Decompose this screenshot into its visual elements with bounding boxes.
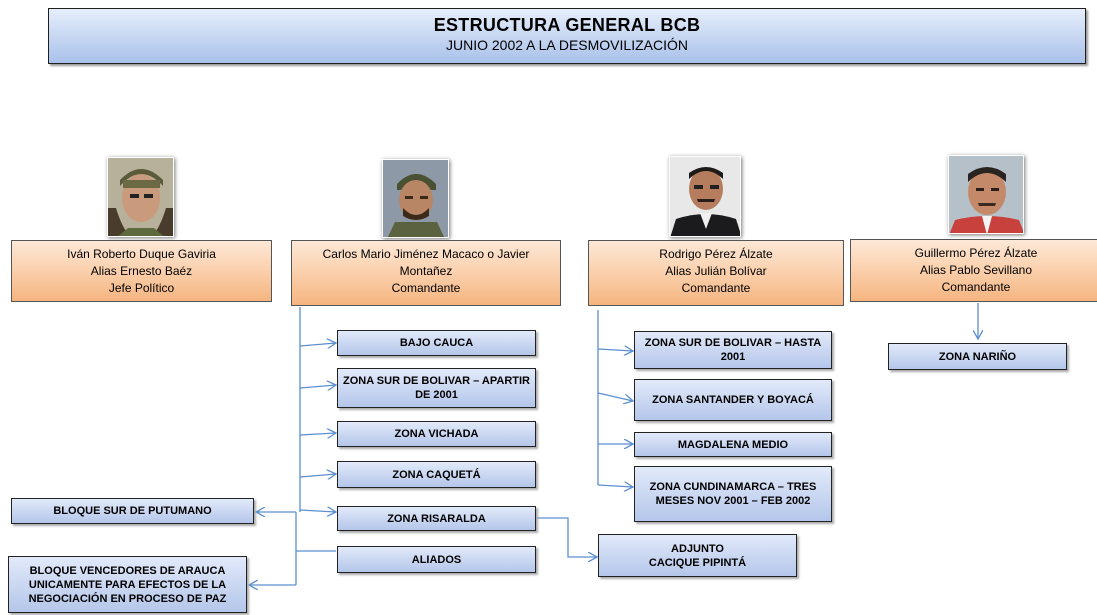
unit-zona-sur-bolivar-2001: ZONA SUR DE BOLIVAR – APARTIR DE 2001: [337, 368, 536, 408]
person-ivan-duque: Iván Roberto Duque Gaviria Alias Ernesto…: [11, 240, 272, 302]
unit-zona-caqueta: ZONA CAQUETÁ: [337, 461, 536, 488]
person-alias: Alias Julián Bolívar: [665, 264, 767, 278]
unit-bloque-sur-putumayo: BLOQUE SUR DE PUTUMANO: [11, 498, 254, 524]
person-name: Guillermo Pérez Álzate: [914, 246, 1038, 260]
arrow-caqueta: [299, 474, 336, 477]
arrow-bajo-cauca: [299, 343, 336, 346]
arrow-cundinamarca: [597, 485, 633, 487]
portrait-icon: [670, 157, 740, 236]
arrow-adjunto: [536, 517, 597, 557]
arrow-sur-bolivar-2001: [299, 385, 336, 388]
person-role: Comandante: [941, 280, 1011, 294]
adjunto-title: ADJUNTO: [671, 542, 724, 555]
person-name: Carlos Mario Jiménez Macaco o Javier: [322, 247, 530, 261]
person-name: Iván Roberto Duque Gaviria: [67, 247, 216, 261]
unit-zona-santander-boyaca: ZONA SANTANDER Y BOYACÁ: [634, 379, 832, 421]
person-alias: Alias Pablo Sevillano: [919, 263, 1033, 277]
unit-magdalena-medio: MAGDALENA MEDIO: [634, 432, 832, 457]
photo-ivan-duque: [107, 157, 174, 237]
chart-title: ESTRUCTURA GENERAL BCB: [433, 15, 701, 35]
photo-rodrigo-perez: [669, 156, 741, 237]
portrait-icon: [108, 158, 173, 236]
unit-adjunto: ADJUNTO CACIQUE PIPINTÁ: [598, 534, 797, 577]
unit-bajo-cauca: BAJO CAUCA: [337, 330, 536, 356]
arrow-santander: [597, 392, 633, 401]
person-rodrigo-perez: Rodrigo Pérez Álzate Alias Julián Bolíva…: [588, 240, 844, 306]
arrow-sur-bolivar-hasta: [597, 349, 633, 351]
person-guillermo-perez: Guillermo Pérez Álzate Alias Pablo Sevil…: [850, 239, 1097, 302]
person-role: Comandante: [681, 281, 751, 295]
unit-zona-sur-bolivar-hasta-2001: ZONA SUR DE BOLIVAR – HASTA 2001: [634, 331, 832, 369]
unit-aliados: ALIADOS: [337, 546, 536, 573]
portrait-icon: [949, 156, 1023, 233]
chart-subtitle: JUNIO 2002 A LA DESMOVILIZACIÓN: [446, 37, 688, 53]
arrow-vichada: [299, 433, 336, 435]
arrow-risaralda: [299, 510, 336, 512]
unit-zona-cundinamarca: ZONA CUNDINAMARCA – TRES MESES NOV 2001 …: [634, 466, 832, 522]
person-carlos-jimenez: Carlos Mario Jiménez Macaco o Javier Mon…: [291, 240, 561, 306]
person-role: Jefe Político: [108, 281, 175, 295]
photo-carlos-jimenez: [382, 159, 449, 238]
chart-title-box: ESTRUCTURA GENERAL BCB JUNIO 2002 A LA D…: [48, 8, 1086, 64]
photo-guillermo-perez: [948, 155, 1024, 234]
adjunto-name: CACIQUE PIPINTÁ: [648, 556, 747, 569]
unit-zona-vichada: ZONA VICHADA: [337, 421, 536, 447]
unit-bloque-vencedores-arauca: BLOQUE VENCEDORES DE ARAUCA UNICAMENTE P…: [8, 556, 247, 613]
person-role: Comandante: [391, 281, 461, 295]
unit-zona-risaralda: ZONA RISARALDA: [337, 506, 536, 531]
person-alias: Alias Ernesto Baéz: [90, 264, 193, 278]
unit-zona-narino: ZONA NARIÑO: [888, 343, 1067, 370]
portrait-icon: [383, 160, 448, 237]
person-name: Rodrigo Pérez Álzate: [659, 247, 773, 261]
person-name-cont: Montañez: [399, 264, 453, 278]
